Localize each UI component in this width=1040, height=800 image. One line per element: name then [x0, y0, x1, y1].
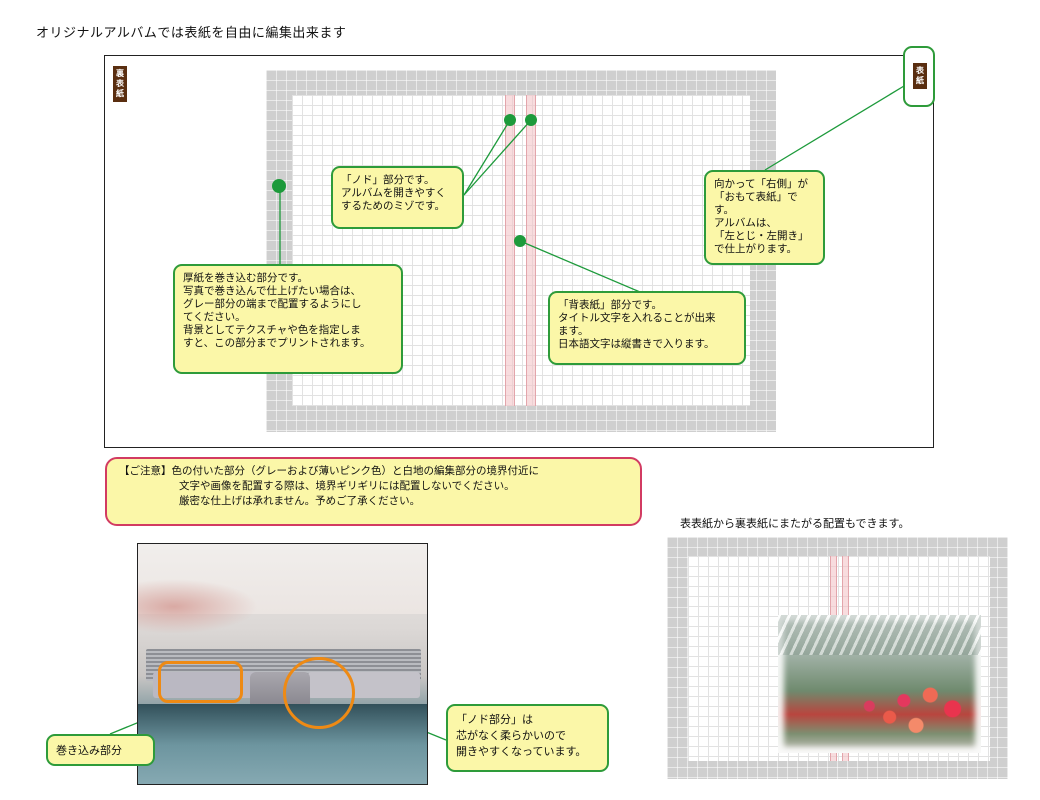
- album-photo: [137, 543, 428, 785]
- label-nodo-part: 「ノド部分」は 芯がなく柔らかいので 開きやすくなっています。: [446, 704, 609, 772]
- spread-caption: 表表紙から裏表紙にまたがる配置もできます。: [680, 517, 910, 530]
- back-cover-tag-label: 裏表紙: [116, 69, 124, 98]
- front-cover-tag: 表紙: [913, 63, 927, 89]
- front-cover-tag-label: 表紙: [916, 66, 924, 85]
- wrap-highlight: [158, 661, 243, 703]
- label-wrap-part: 巻き込み部分: [46, 734, 155, 766]
- callout-front-cover: 向かって「右側」が 「おもて表紙」です。 アルバムは、 「左とじ・左開き」 で仕…: [704, 170, 825, 265]
- nodo-marker-left: [504, 114, 516, 126]
- page-title: オリジナルアルバムでは表紙を自由に編集出来ます: [36, 26, 347, 41]
- greenhouse-flower-photo: [778, 615, 981, 753]
- nodo-highlight: [283, 657, 355, 729]
- spine-marker: [514, 235, 526, 247]
- callout-wrap-area: 厚紙を巻き込む部分です。 写真で巻き込んで仕上げたい場合は、 グレー部分の端まで…: [173, 264, 403, 374]
- caution-line-3: 厳密な仕上げは承れません。予めご了承ください。: [179, 495, 421, 507]
- caution-line-2: 文字や画像を配置する際は、境界ギリギリには配置しないでください。: [179, 480, 515, 492]
- caution-line-1: 【ご注意】色の付いた部分（グレーおよび薄いピンク色）と白地の編集部分の境界付近に: [119, 465, 539, 477]
- wrap-marker: [272, 179, 286, 193]
- nodo-groove-right: [526, 95, 536, 406]
- nodo-groove-left: [505, 95, 515, 406]
- back-cover-tag: 裏表紙: [113, 66, 127, 102]
- callout-spine: 「背表紙」部分です。 タイトル文字を入れることが出来 ます。 日本語文字は縦書き…: [548, 291, 746, 365]
- callout-nodo: 「ノド」部分です。 アルバムを開きやすく するためのミゾです。: [331, 166, 464, 229]
- caution-notice: 【ご注意】色の付いた部分（グレーおよび薄いピンク色）と白地の編集部分の境界付近に…: [105, 457, 642, 526]
- nodo-marker-right: [525, 114, 537, 126]
